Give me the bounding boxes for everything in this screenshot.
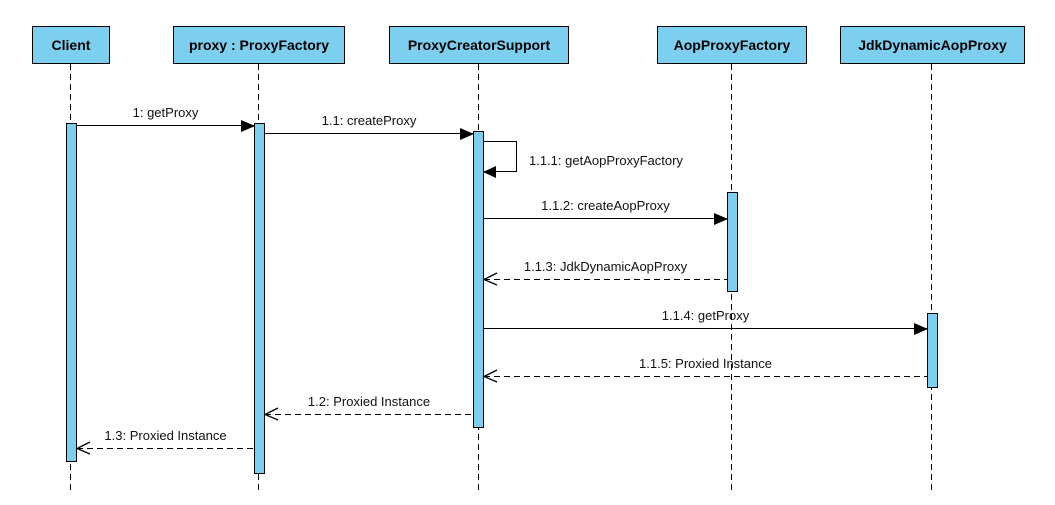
message-1-1-1-label: 1.1.1: getAopProxyFactory xyxy=(529,153,683,168)
activation-aop-proxy-factory xyxy=(727,192,738,292)
lifeline-head-jdk-dynamic-aop-proxy-label: JdkDynamicAopProxy xyxy=(858,37,1007,53)
message-1-1-4-getproxy: 1.1.4: getProxy xyxy=(484,308,928,335)
arrowhead-filled-icon xyxy=(460,127,474,140)
activation-jdk-dynamic-aop-proxy xyxy=(927,313,938,388)
message-1-1-2-createaopproxy: 1.1.2: createAopProxy xyxy=(484,198,728,225)
arrowhead-filled-icon xyxy=(483,166,496,178)
lifeline-head-jdk-dynamic-aop-proxy: JdkDynamicAopProxy xyxy=(840,26,1025,64)
message-1-1-5-proxied-instance: 1.1.5: Proxied Instance xyxy=(483,356,927,383)
message-1-2-proxied-instance: 1.2: Proxied Instance xyxy=(264,394,473,421)
arrowhead-filled-icon xyxy=(914,322,928,335)
message-1-1-2-label: 1.1.2: createAopProxy xyxy=(541,198,670,213)
activation-client xyxy=(66,123,77,462)
message-1-3-line xyxy=(77,448,254,450)
arrowhead-open-icon xyxy=(76,441,91,455)
arrowhead-filled-icon xyxy=(714,212,728,225)
lifeline-jdk-dynamic-aop-proxy xyxy=(931,64,932,490)
lifeline-head-client-label: Client xyxy=(51,37,91,53)
message-1-1-3-label: 1.1.3: JdkDynamicAopProxy xyxy=(523,259,688,274)
lifeline-head-proxy-factory: proxy : ProxyFactory xyxy=(173,26,345,64)
message-1-1-5-line xyxy=(484,376,927,378)
arrowhead-open-icon xyxy=(483,272,498,286)
lifeline-head-aop-proxy-factory-label: AopProxyFactory xyxy=(673,37,791,53)
message-1-3-label: 1.3: Proxied Instance xyxy=(104,428,227,443)
message-1-line xyxy=(77,125,254,127)
message-1-1-5-label: 1.1.5: Proxied Instance xyxy=(639,356,772,371)
lifeline-head-proxy-factory-label: proxy : ProxyFactory xyxy=(188,37,330,53)
message-1-getproxy: 1: getProxy xyxy=(77,105,255,132)
message-1-1-3-line xyxy=(484,279,727,281)
lifeline-head-proxy-creator-support-label: ProxyCreatorSupport xyxy=(407,37,551,53)
arrowhead-filled-icon xyxy=(241,119,255,132)
activation-proxy-factory xyxy=(254,123,265,474)
message-1-1-label: 1.1: createProxy xyxy=(321,113,417,128)
lifeline-head-client: Client xyxy=(32,26,110,64)
message-1-1-4-line xyxy=(484,328,927,330)
message-1-1-4-label: 1.1.4: getProxy xyxy=(661,308,750,323)
message-1-label: 1: getProxy xyxy=(132,105,199,120)
message-1-2-label: 1.2: Proxied Instance xyxy=(307,394,431,409)
lifeline-head-proxy-creator-support: ProxyCreatorSupport xyxy=(389,26,569,64)
message-1-1-createproxy: 1.1: createProxy xyxy=(265,113,474,140)
arrowhead-open-icon xyxy=(264,407,279,421)
arrowhead-open-icon xyxy=(483,369,498,383)
message-1-3-proxied-instance: 1.3: Proxied Instance xyxy=(76,428,254,455)
message-1-1-line xyxy=(265,133,473,135)
message-1-1-1-getaopproxyfactory: 1.1.1: getAopProxyFactory xyxy=(483,141,683,178)
message-1-1-2-line xyxy=(484,218,727,220)
message-1-1-3-jdkdynamicaopproxy: 1.1.3: JdkDynamicAopProxy xyxy=(483,259,727,286)
lifeline-head-aop-proxy-factory: AopProxyFactory xyxy=(657,26,807,64)
message-1-2-line xyxy=(265,414,473,416)
